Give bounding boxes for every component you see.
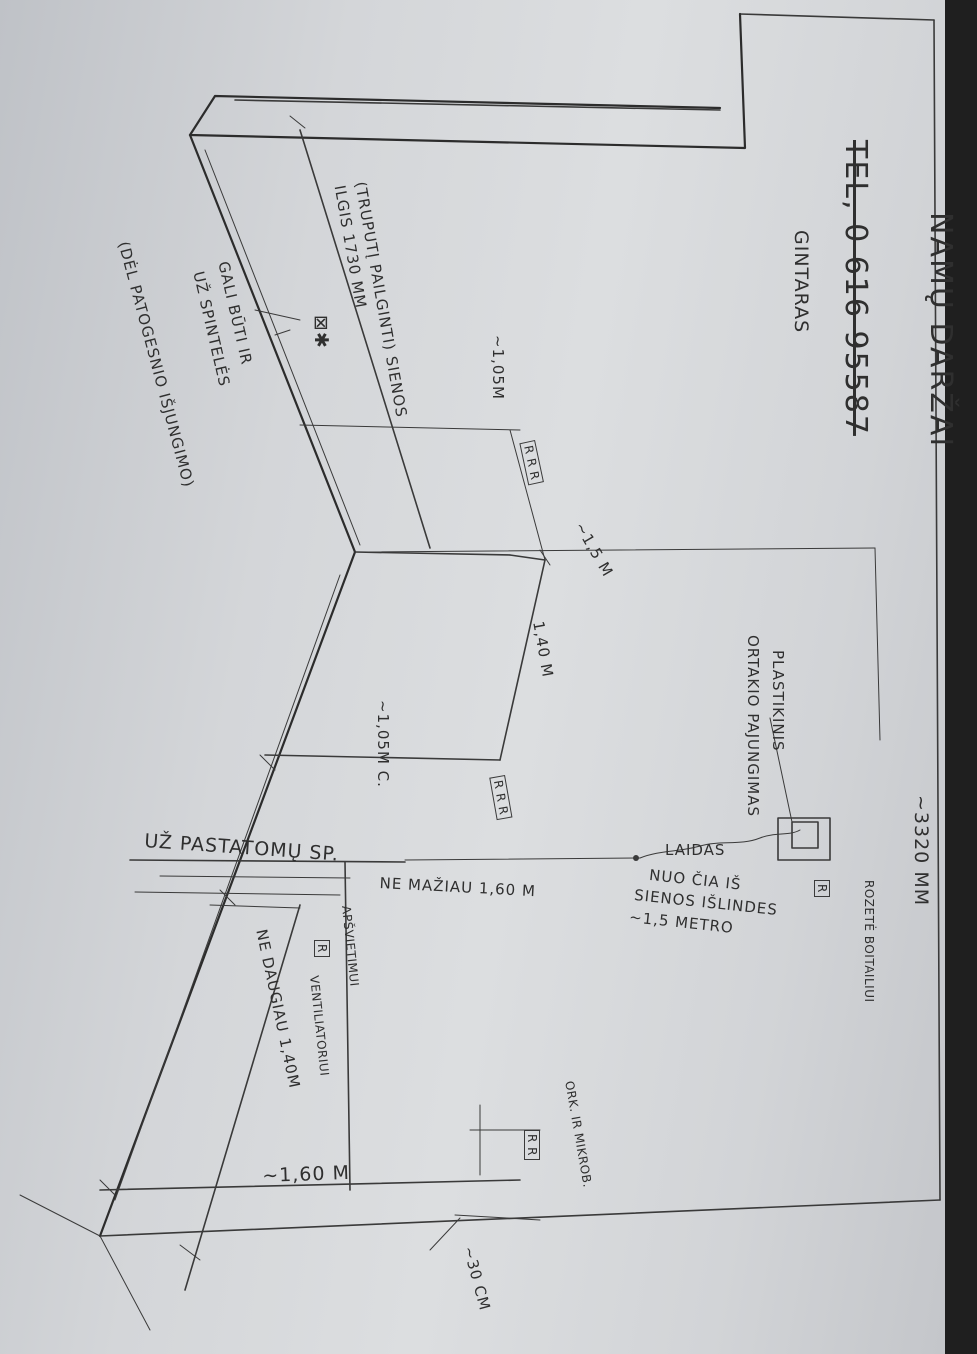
lower-counter-2 — [99, 1179, 521, 1191]
dim-160: ~1,60 M — [261, 1161, 351, 1187]
building-vertical — [344, 861, 351, 1191]
lower-counter-4 — [454, 1214, 541, 1221]
cable-point — [633, 855, 639, 861]
upper-wall — [188, 12, 747, 150]
left-wall-diagonal — [188, 133, 357, 554]
dim-105-top: ~1,05M — [489, 335, 507, 400]
diag-ext-3 — [429, 1217, 461, 1251]
lower-wall-diagonal — [98, 550, 357, 1238]
duct-box — [777, 817, 831, 861]
socket-symbol: ⊠✱ — [310, 315, 332, 349]
counter-edge-3 — [509, 554, 546, 561]
building-line-4 — [209, 904, 301, 909]
plastic-duct-note-1: PLASTIKINIS — [769, 650, 787, 752]
lower-counter-1 — [184, 904, 301, 1291]
lower-wall-inner — [114, 574, 341, 1201]
title-label: NAMŲ DARŽAI — [923, 212, 958, 449]
counter-edge-4 — [499, 559, 546, 761]
duct-box-inner — [791, 821, 819, 849]
diag-ext-1 — [19, 1194, 101, 1237]
frame-right — [933, 19, 941, 1201]
phone-label: TEL, 0 616 95587 — [838, 140, 873, 436]
dim-2 — [509, 429, 546, 561]
frame-top — [739, 13, 935, 21]
tick-3 — [219, 889, 236, 906]
dim-4 — [274, 329, 291, 336]
counter-edge-5 — [264, 754, 501, 761]
building-line-1 — [129, 859, 406, 863]
tick-1 — [289, 115, 306, 129]
dim-3 — [254, 309, 301, 321]
plastic-duct-note-2: ORTAKIO PAJUNGIMAS — [744, 635, 762, 817]
right-length-label: ~3320 MM — [910, 795, 932, 907]
diag-ext-2 — [99, 1235, 151, 1331]
outlet-pair-bottom: R R — [524, 1130, 540, 1160]
socket-boiler-label: ROZETĖ BOITAILIUI — [862, 880, 876, 1003]
tick-5 — [179, 1244, 201, 1261]
tick-4 — [99, 1179, 116, 1196]
left-wall-inner — [204, 149, 361, 546]
counter-edge-2 — [354, 551, 511, 556]
tick-2 — [259, 754, 276, 771]
corner-vertical — [874, 547, 881, 741]
counter-edge-1 — [299, 129, 431, 549]
building-right — [404, 857, 641, 861]
duct-leader — [769, 717, 793, 823]
name-label: GINTARAS — [790, 230, 812, 334]
corner-diagonal — [359, 547, 876, 553]
building-line-3 — [134, 891, 341, 896]
paper-sheet — [0, 0, 945, 1354]
tick-6 — [539, 549, 551, 566]
outlet-lighting: R — [314, 940, 330, 957]
dim-1 — [299, 424, 521, 431]
upper-wall-inner — [234, 99, 721, 111]
building-line-2 — [159, 875, 351, 879]
cable-wave — [639, 829, 801, 859]
socket-tag: R — [814, 880, 830, 897]
frame-bottom — [99, 1199, 941, 1237]
cable-label: LAIDAS — [665, 841, 726, 859]
dim-105-mid: ~1,05M C. — [374, 700, 392, 788]
